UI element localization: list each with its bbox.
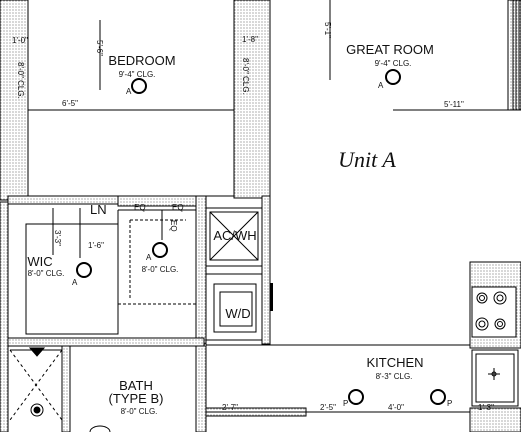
- marker-label-great-room: A: [378, 81, 384, 90]
- section-marker-wic: [76, 262, 92, 278]
- bath-fixtures: [28, 347, 111, 432]
- acwh-label: AC/WH: [213, 228, 256, 243]
- dim-1: 1'-0": [12, 36, 28, 45]
- section-marker-great-room: [385, 69, 401, 85]
- wd-label: W/D: [225, 306, 250, 321]
- dim-16: 4'-0": [388, 403, 404, 412]
- wall-mech-west: [195, 195, 207, 345]
- wall-bath-east: [195, 345, 207, 432]
- labels: BEDROOM 9'-4" CLG. A GREAT ROOM 9'-4" CL…: [27, 42, 452, 416]
- dim-4: 6'-5": [62, 99, 78, 108]
- dim-3: 8'-0" CLG.: [16, 62, 25, 99]
- bath-label: BATH: [119, 378, 153, 393]
- bedroom-clg: 9'-4" CLG.: [119, 70, 156, 79]
- dim-17: 1'-3": [478, 403, 494, 412]
- section-marker-kitchen-1: [348, 389, 364, 405]
- marker-label-bedroom: A: [126, 87, 132, 96]
- dim-7: 5'-1": [323, 22, 332, 38]
- wall-wic-south: [7, 337, 205, 347]
- section-marker-bedroom: [131, 78, 147, 94]
- sink-icon: [488, 368, 500, 380]
- dim-6: 8'-0" CLG.: [241, 58, 250, 95]
- dim-2: 5'-6": [95, 40, 104, 56]
- section-markers: [76, 69, 446, 405]
- wic-label: WIC: [27, 254, 52, 269]
- section-marker-kitchen-2: [430, 389, 446, 405]
- marker-p-2: P: [447, 399, 452, 408]
- dim-5: 1'-8": [242, 35, 258, 44]
- wall-kitchen-se: [469, 407, 521, 432]
- dim-13: 1'-6": [88, 241, 104, 250]
- wall-mech-east: [261, 195, 271, 345]
- great-room-label: GREAT ROOM: [346, 42, 434, 57]
- dimension-labels: 1'-0" 5'-6" 8'-0" CLG. 6'-5" 1'-8" 8'-0"…: [12, 22, 494, 412]
- dim-14: 2'-7": [222, 403, 238, 412]
- closet-clg: 8'-0" CLG.: [142, 265, 179, 274]
- dim-15: 2'-5": [320, 403, 336, 412]
- bath-clg: 8'-0" CLG.: [121, 407, 158, 416]
- section-marker-closet: [152, 242, 168, 258]
- wall-west-bedroom: [0, 0, 29, 201]
- dim-9: EQ: [134, 203, 146, 212]
- cooktop: [471, 286, 517, 338]
- wall-bath-west: [61, 345, 71, 432]
- dimension-ticks: [28, 0, 508, 258]
- wall-bedroom-great-room: [233, 0, 271, 199]
- unit-title: Unit A: [338, 147, 396, 172]
- door-jamb: [270, 283, 273, 311]
- wic-clg: 8'-0" CLG.: [28, 269, 65, 278]
- marker-p-1: P: [343, 399, 348, 408]
- dim-8: 5'-11": [444, 100, 464, 109]
- marker-label-closet: A: [146, 253, 152, 262]
- exterior-edge: [507, 0, 520, 110]
- kitchen-clg: 8'-3" CLG.: [376, 372, 413, 381]
- kitchen-label: KITCHEN: [366, 355, 423, 370]
- bedroom-label: BEDROOM: [108, 53, 175, 68]
- dim-12: 3'-3": [53, 230, 62, 246]
- great-room-clg: 9'-4" CLG.: [375, 59, 412, 68]
- marker-label-wic: A: [72, 278, 78, 287]
- wall-west-lower: [0, 201, 9, 432]
- dim-11: EQ: [169, 220, 178, 232]
- wall-closet-top: [117, 195, 205, 207]
- linen-label: LN: [90, 202, 107, 217]
- bath-type: (TYPE B): [109, 391, 164, 406]
- dim-10: EQ: [172, 203, 184, 212]
